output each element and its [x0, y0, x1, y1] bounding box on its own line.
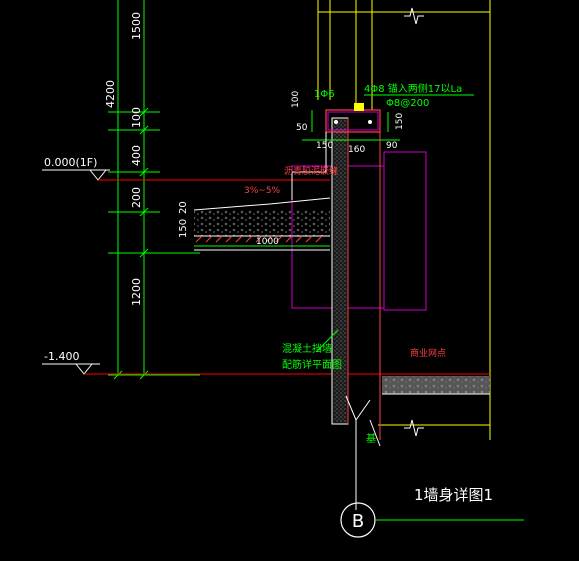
retaining-wall: [331, 117, 381, 440]
level-marker-basement: -1.400: [42, 350, 490, 375]
pavement-section: [193, 197, 331, 251]
drawing-title: 1墙身详图1: [414, 486, 493, 504]
wall-note-2: 配筋详平面图: [282, 358, 342, 371]
beam-dim-100: 100: [291, 91, 301, 108]
pav-dim-20: 20: [178, 201, 189, 214]
basement-slab: [382, 376, 490, 395]
axis-bubble-label: B: [352, 511, 364, 532]
dim-100: 100: [130, 107, 143, 128]
beam-dim-160: 160: [348, 145, 365, 155]
axis-bubble: B: [340, 502, 376, 538]
beam-dim-150: 150: [316, 141, 333, 151]
pav-dim-1000: 1000: [256, 237, 279, 247]
rebar-note-2: 4Φ8 锚入两侧17以La: [364, 82, 462, 95]
axis-lines: [317, 0, 491, 440]
room-label: 商业网点: [410, 347, 446, 359]
level-label-basement: -1.400: [44, 350, 79, 363]
seal-note: 沥青胶泥嵌缝: [284, 165, 338, 177]
rebar-note-1: 1Φ6: [314, 89, 335, 100]
beam-dim-50: 50: [296, 123, 308, 133]
beam-dim-150-right: 150: [395, 113, 405, 130]
break-symbols: [404, 7, 424, 437]
wall-note-leader: [315, 329, 339, 353]
dim-400: 400: [130, 145, 143, 166]
foundation-mark: 基: [366, 432, 376, 445]
dim-1500: 1500: [130, 12, 143, 40]
pav-dim-150: 150: [178, 219, 189, 238]
dim-4200: 4200: [104, 80, 117, 108]
level-marker-1f: 0.000(1F): [42, 156, 330, 181]
rebar-note-3: Φ8@200: [386, 98, 429, 109]
ring-beam: [325, 103, 381, 133]
step-outline: [291, 132, 327, 200]
beam-dim-90: 90: [386, 141, 398, 151]
beam-dimensions: [302, 94, 474, 141]
wall-note-1: 混凝土挡墙: [282, 342, 332, 355]
level-label-1f: 0.000(1F): [44, 156, 97, 169]
dim-200: 200: [130, 187, 143, 208]
footing: [345, 395, 381, 510]
dim-1200: 1200: [130, 278, 143, 306]
dimension-chain: [108, 0, 200, 380]
slope-note: 3%~5%: [244, 186, 281, 196]
